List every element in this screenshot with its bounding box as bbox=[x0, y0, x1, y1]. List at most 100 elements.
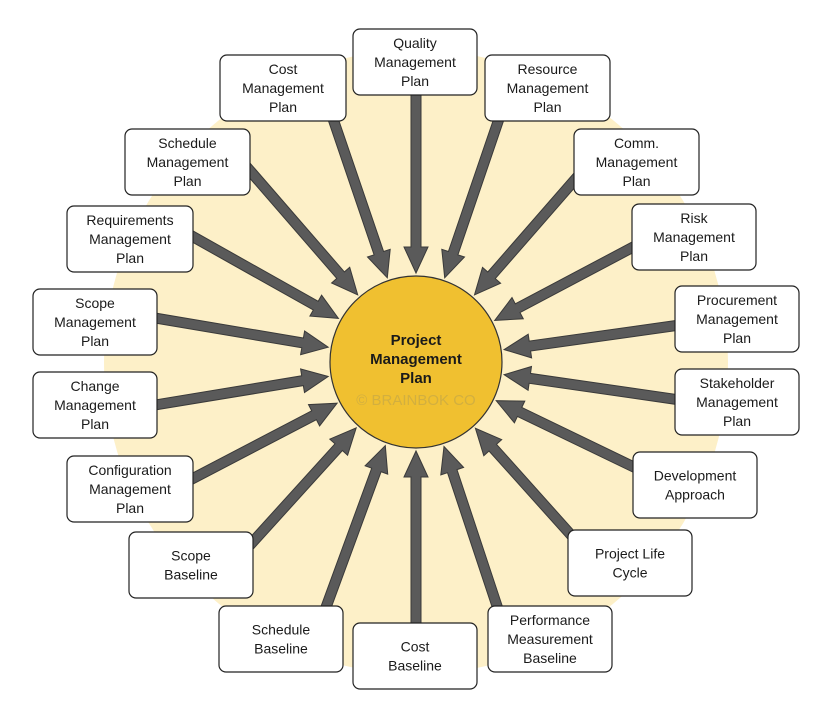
node-label-cost: Management bbox=[242, 80, 324, 96]
node-label-requirements: Requirements bbox=[86, 212, 173, 228]
node-box-performance bbox=[487, 605, 613, 673]
node-label-quality: Quality bbox=[393, 35, 437, 51]
node-label-resource: Resource bbox=[518, 61, 578, 77]
node-label-configuration: Management bbox=[89, 481, 171, 497]
arrow-development bbox=[495, 400, 643, 476]
arrow-cost-baseline bbox=[403, 449, 429, 626]
node-label-comm: Plan bbox=[622, 173, 650, 189]
arrow-change bbox=[153, 368, 330, 411]
arrow-procurement bbox=[502, 319, 682, 359]
node-box-lifecycle bbox=[567, 529, 693, 597]
node-label-cost-baseline: Baseline bbox=[388, 658, 442, 674]
node-label-performance: Measurement bbox=[507, 631, 593, 647]
node-label-change: Management bbox=[54, 397, 136, 413]
arrow-comm bbox=[473, 170, 584, 296]
center-label-line: Management bbox=[370, 351, 462, 368]
node-label-comm: Comm. bbox=[614, 135, 659, 151]
node-label-schedule-baseline: Schedule bbox=[252, 622, 311, 638]
arrow-configuration bbox=[187, 402, 339, 486]
node-label-requirements: Management bbox=[89, 231, 171, 247]
node-label-performance: Baseline bbox=[523, 650, 577, 666]
node-label-scope-baseline: Scope bbox=[171, 548, 211, 564]
node-label-procurement: Plan bbox=[723, 330, 751, 346]
node-label-scope: Scope bbox=[75, 295, 115, 311]
node-label-procurement: Management bbox=[696, 311, 778, 327]
arrow-quality bbox=[403, 94, 429, 275]
center-circle bbox=[329, 275, 503, 449]
node-label-schedule: Schedule bbox=[158, 135, 217, 151]
node-label-scope-baseline: Baseline bbox=[164, 567, 218, 583]
center-label-line: Project bbox=[391, 332, 442, 349]
center-label-line: Plan bbox=[400, 370, 432, 387]
node-label-stakeholder: Management bbox=[696, 394, 778, 410]
node-box-schedule-baseline bbox=[218, 605, 344, 673]
node-box-stakeholder bbox=[674, 368, 800, 436]
node-label-quality: Management bbox=[374, 54, 456, 70]
node-box-risk bbox=[631, 203, 757, 271]
node-label-cost: Cost bbox=[269, 61, 298, 77]
node-box-quality bbox=[352, 28, 478, 96]
node-label-procurement: Procurement bbox=[697, 292, 777, 308]
node-label-requirements: Plan bbox=[116, 250, 144, 266]
nodes-group: QualityManagementPlanResourceManagementP… bbox=[32, 28, 800, 690]
node-label-change: Change bbox=[70, 378, 119, 394]
node-box-development bbox=[632, 451, 758, 519]
node-box-requirements bbox=[66, 205, 194, 273]
node-label-schedule-baseline: Baseline bbox=[254, 641, 308, 657]
watermark: © BRAINBOK CO bbox=[356, 392, 475, 409]
arrow-lifecycle bbox=[474, 427, 585, 550]
arrow-scope-baseline bbox=[245, 427, 358, 550]
node-label-risk: Management bbox=[653, 229, 735, 245]
node-label-development: Development bbox=[654, 468, 737, 484]
node-box-scope bbox=[32, 288, 158, 356]
node-label-cost-baseline: Cost bbox=[401, 639, 430, 655]
node-label-stakeholder: Stakeholder bbox=[700, 375, 775, 391]
node-label-change: Plan bbox=[81, 416, 109, 432]
arrow-performance bbox=[440, 445, 506, 618]
node-box-configuration bbox=[66, 455, 194, 523]
node-box-procurement bbox=[674, 285, 800, 353]
node-label-development: Approach bbox=[665, 487, 725, 503]
node-box-comm bbox=[573, 128, 700, 196]
node-label-schedule: Plan bbox=[173, 173, 201, 189]
arrow-risk bbox=[493, 239, 640, 321]
node-label-resource: Plan bbox=[533, 99, 561, 115]
node-label-performance: Performance bbox=[510, 612, 590, 628]
arrow-cost bbox=[324, 107, 391, 279]
node-label-configuration: Plan bbox=[116, 500, 144, 516]
node-label-cost: Plan bbox=[269, 99, 297, 115]
node-label-scope: Management bbox=[54, 314, 136, 330]
node-box-cost-baseline bbox=[352, 622, 478, 690]
node-box-resource bbox=[484, 54, 611, 122]
node-label-scope: Plan bbox=[81, 333, 109, 349]
node-label-lifecycle: Cycle bbox=[612, 565, 647, 581]
node-box-change bbox=[32, 371, 158, 439]
node-label-resource: Management bbox=[507, 80, 589, 96]
node-label-schedule: Management bbox=[147, 154, 229, 170]
node-label-risk: Risk bbox=[680, 210, 708, 226]
node-label-quality: Plan bbox=[401, 73, 429, 89]
node-label-stakeholder: Plan bbox=[723, 413, 751, 429]
arrow-scope bbox=[153, 312, 330, 356]
node-box-cost bbox=[219, 54, 347, 122]
node-label-risk: Plan bbox=[680, 248, 708, 264]
arrow-schedule-baseline bbox=[319, 444, 389, 613]
arrow-stakeholder bbox=[502, 365, 682, 406]
node-label-lifecycle: Project Life bbox=[595, 546, 665, 562]
